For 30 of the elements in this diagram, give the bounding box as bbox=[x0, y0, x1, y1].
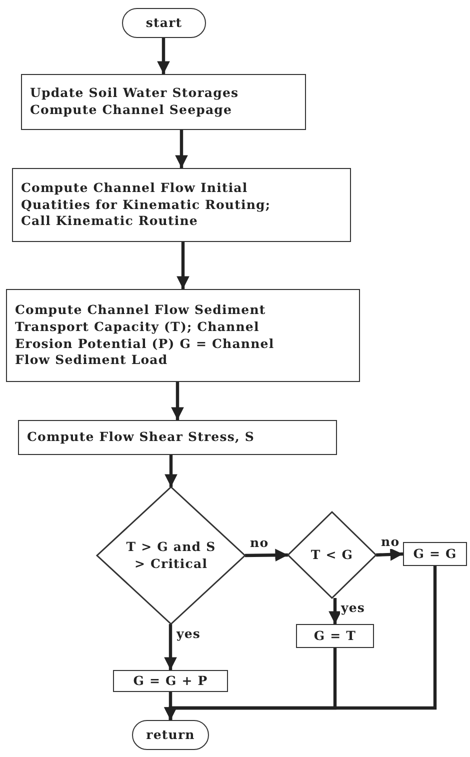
node-text: G = G + P bbox=[133, 672, 208, 690]
node-text: T > G and S > Critical bbox=[125, 538, 217, 572]
node-text: Compute Flow Shear Stress, S bbox=[27, 429, 255, 446]
arrow bbox=[164, 455, 178, 487]
decision-diamond bbox=[97, 487, 245, 624]
node-text: G = G bbox=[413, 546, 457, 562]
node-text: Compute Channel Flow Sediment Transport Capacity (T); Channel Erosion Potential (P) G = Channel Flow Sediment Load bbox=[15, 302, 276, 370]
process-box bbox=[21, 74, 306, 130]
process-box bbox=[113, 670, 228, 692]
arrow bbox=[328, 598, 342, 624]
node-text: Compute Channel Flow Initial Quatities for Kinematic Routing; Call Kinematic Routine bbox=[21, 180, 272, 230]
arrow bbox=[376, 548, 404, 561]
process-box bbox=[12, 168, 351, 242]
arrow bbox=[164, 566, 437, 720]
node-text: T < G bbox=[310, 546, 354, 564]
arrow bbox=[175, 130, 188, 168]
arrow bbox=[244, 548, 288, 562]
node-text: return bbox=[146, 726, 195, 744]
arrow bbox=[171, 382, 184, 420]
arrow bbox=[157, 38, 170, 74]
process-box bbox=[403, 542, 467, 566]
arrow bbox=[176, 242, 190, 289]
node-text: Update Soil Water Storages Compute Channel Seepage bbox=[30, 85, 240, 119]
node-text: start bbox=[146, 14, 182, 32]
node-text: G = T bbox=[314, 628, 356, 644]
process-box bbox=[296, 624, 374, 648]
process-box bbox=[6, 289, 360, 382]
process-box bbox=[18, 420, 337, 455]
arrow bbox=[164, 624, 177, 670]
decision-diamond bbox=[288, 512, 376, 598]
